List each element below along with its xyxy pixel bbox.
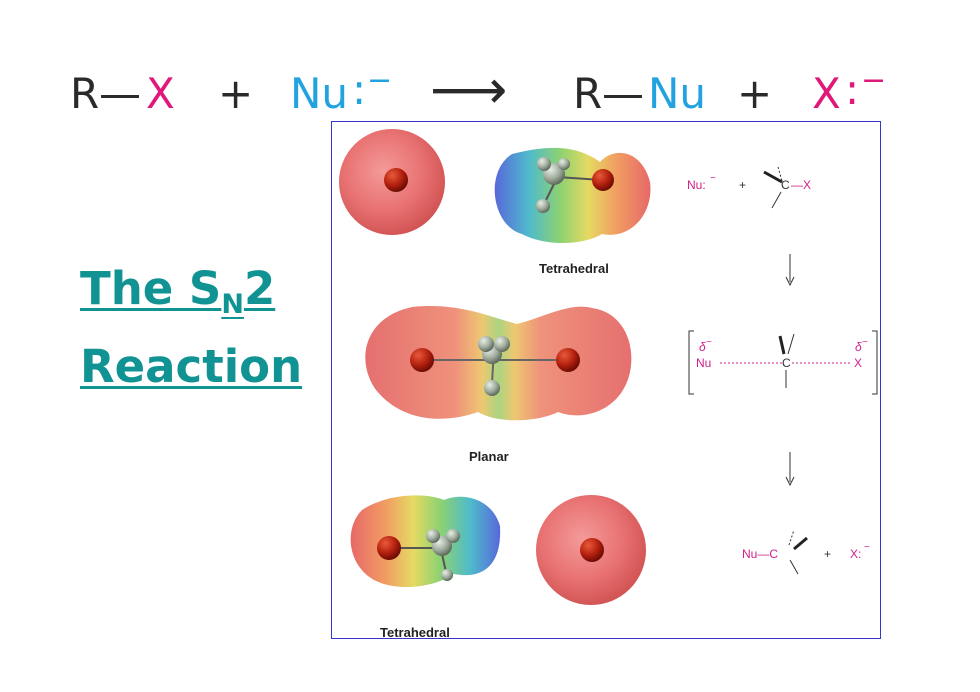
scheme2-up-bond bbox=[787, 333, 795, 355]
figure-drawing: Tetrahedral Planar bbox=[339, 129, 878, 638]
scheme3-charge: − bbox=[864, 542, 870, 553]
eq-product-nu: Nu bbox=[648, 69, 706, 118]
eq-arrow: ⟶ bbox=[430, 58, 507, 121]
scheme3-down-bond bbox=[789, 559, 799, 575]
scheme1-nu: Nu: bbox=[687, 178, 706, 192]
title-two: 2 bbox=[243, 262, 276, 315]
eq-charge-2: − bbox=[861, 63, 886, 98]
eq-plus-1: + bbox=[218, 69, 253, 118]
eq-nucleophile: Nu bbox=[290, 69, 348, 118]
scheme-step-1: Nu: − + C —X bbox=[687, 166, 811, 209]
eq-lone-pair-2: : bbox=[845, 65, 859, 114]
mechanism-figure: Tetrahedral Planar bbox=[331, 121, 881, 639]
label-planar: Planar bbox=[469, 449, 509, 464]
title-line-1: The SN2 bbox=[80, 258, 302, 336]
eq-product-r: R bbox=[573, 69, 602, 118]
transition-state-surface bbox=[365, 306, 632, 421]
eq-charge-1: − bbox=[367, 63, 392, 98]
leaving-group-sphere-bottom bbox=[536, 495, 646, 605]
scheme1-wedge-bond bbox=[763, 170, 783, 184]
nucleophile-sphere-top bbox=[339, 129, 445, 235]
title-subscript-n: N bbox=[221, 289, 244, 320]
scheme3-dash-bond bbox=[788, 529, 795, 546]
scheme2-delta-nu: δ bbox=[699, 340, 706, 354]
scheme3-plus: + bbox=[824, 547, 831, 561]
scheme-step-3: Nu—C + X: − bbox=[742, 529, 870, 575]
scheme2-x: X bbox=[854, 356, 862, 370]
scheme1-dash-bond bbox=[777, 166, 783, 182]
reaction-equation: R — X + Nu : − ⟶ R — Nu + X : − bbox=[70, 58, 886, 121]
eq-reactant-x: X bbox=[146, 69, 175, 118]
scheme2-charge-nu: − bbox=[706, 337, 712, 348]
arrow-down-2 bbox=[785, 452, 795, 487]
eq-plus-2: + bbox=[737, 69, 772, 118]
arrow-down-1 bbox=[785, 254, 795, 287]
scheme-step-2: δ − Nu C δ − X bbox=[688, 330, 878, 395]
substrate-surface-top bbox=[494, 147, 651, 243]
label-tetrahedral-bottom: Tetrahedral bbox=[380, 625, 450, 638]
scheme1-down-bond bbox=[771, 191, 782, 209]
eq-reactant-r: R bbox=[70, 69, 99, 118]
eq-bond-2: — bbox=[602, 69, 644, 118]
scheme2-wedge-bond bbox=[778, 335, 786, 355]
scheme1-charge: − bbox=[710, 173, 716, 184]
scheme1-carbon: C bbox=[781, 178, 790, 192]
scheme1-plus: + bbox=[739, 178, 746, 192]
scheme2-nu: Nu bbox=[696, 356, 711, 370]
bracket-left bbox=[688, 330, 694, 395]
scheme3-x: X: bbox=[850, 547, 861, 561]
eq-lone-pair-1: : bbox=[352, 65, 366, 114]
slide-title: The SN2 Reaction bbox=[80, 258, 302, 398]
scheme3-wedge-bond bbox=[793, 536, 808, 551]
title-line-2: Reaction bbox=[80, 340, 303, 393]
eq-bond-1: — bbox=[99, 69, 141, 118]
title-the-s: The S bbox=[80, 262, 222, 315]
bracket-right bbox=[872, 330, 878, 395]
scheme2-carbon: C bbox=[782, 356, 791, 370]
scheme1-x: —X bbox=[791, 178, 811, 192]
scheme3-nu: Nu—C bbox=[742, 547, 778, 561]
product-surface-bottom bbox=[350, 495, 501, 588]
scheme2-delta-x: δ bbox=[855, 340, 862, 354]
label-tetrahedral-top: Tetrahedral bbox=[539, 261, 609, 276]
scheme2-charge-x: − bbox=[862, 337, 868, 348]
eq-leaving-x: X bbox=[812, 69, 841, 118]
